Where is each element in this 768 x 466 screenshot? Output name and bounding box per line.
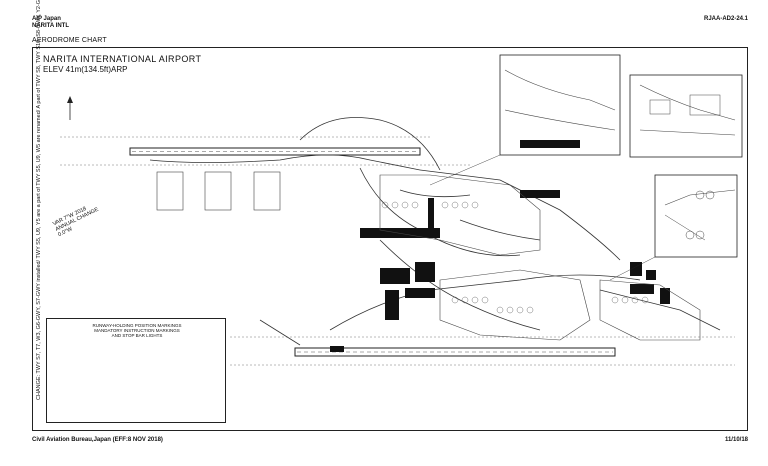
airport-short-label: NARITA INTL [32,23,69,29]
terminal-buildings [330,190,670,352]
legend-title: RUNWAY-HOLDING POSITION MARKINGS MANDATO… [92,323,182,338]
header-block: AIP Japan NARITA INTL [32,16,69,30]
change-note: CHANGE: TWY S7, T7, W3, G6-GWY, S7-GWY i… [36,0,42,400]
runway-north [60,136,470,166]
chart-frame [32,47,748,431]
publisher-note: Civil Aviation Bureau,Japan (EFF:8 NOV 2… [32,437,163,443]
parking-stands [381,201,649,314]
document-code: RJAA-AD2-24.1 [703,16,748,22]
runway-south [230,336,735,366]
north-arrow-icon [67,96,73,120]
chart-type-label: AERODROME CHART [32,37,107,44]
inset-apron-detail [609,174,738,281]
legend-box: RUNWAY-HOLDING POSITION MARKINGS MANDATO… [46,318,226,423]
inset-cargo-detail [629,74,743,158]
publication-date: 11/10/18 [724,437,748,443]
airport-name: NARITA INTERNATIONAL AIRPORT [43,54,202,64]
airport-elevation: ELEV 41m(134.5ft)ARP [43,65,128,74]
inset-terminal-detail [429,54,621,186]
aprons [156,171,701,341]
aip-label: AIP Japan [32,16,61,22]
